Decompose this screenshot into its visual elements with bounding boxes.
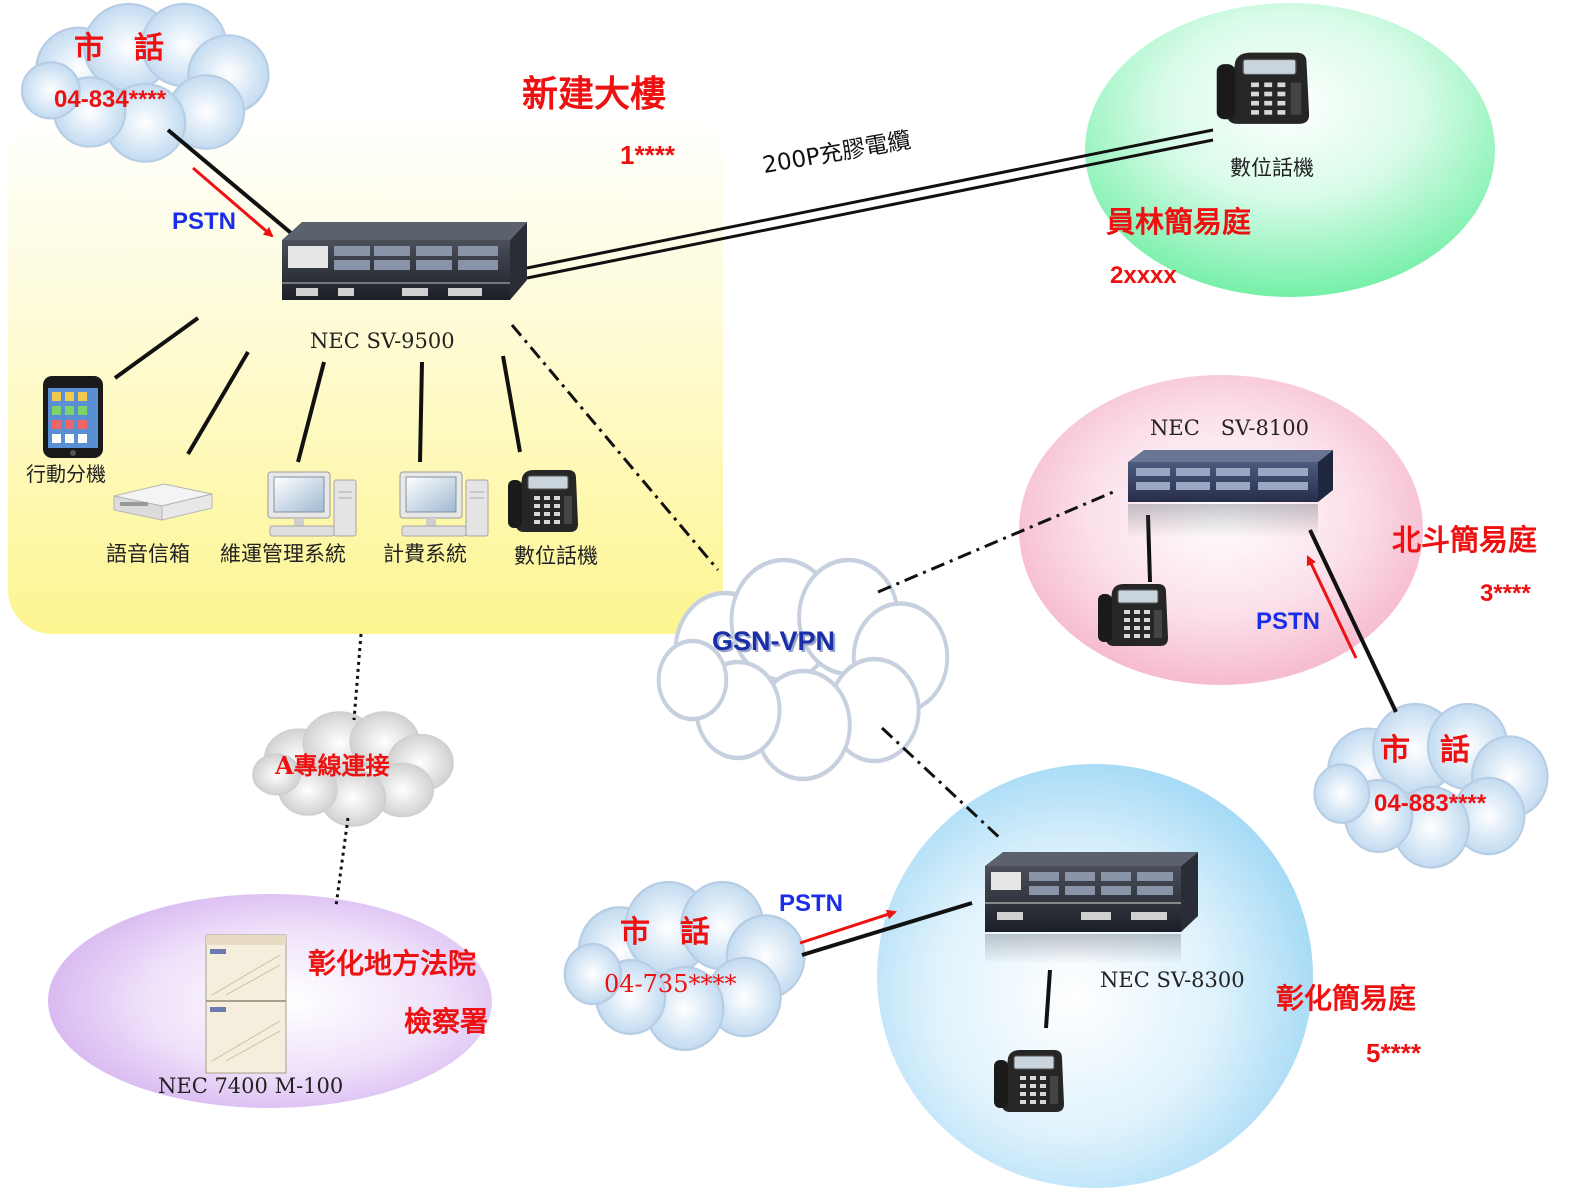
sv8300-chassis-icon xyxy=(985,852,1198,964)
voicemail-label: 語音信箱 xyxy=(106,542,190,566)
pstn-cloud-changhua xyxy=(563,880,806,1052)
pstn-changhua-cloud-label: 市 話 xyxy=(620,915,710,950)
pstn-arrow-beidou xyxy=(1306,555,1358,659)
beidou-site-label: 北斗簡易庭 xyxy=(1392,523,1538,557)
pstn-arrow-changhua xyxy=(799,909,897,945)
building-number: 1**** xyxy=(620,140,675,170)
link-digital-phone xyxy=(501,355,522,453)
link-billing xyxy=(418,361,424,463)
maintenance-label: 維運管理系統 xyxy=(220,542,346,566)
sv8300-label: NEC SV-8300 xyxy=(1100,968,1245,992)
sv9500-label: NEC SV-9500 xyxy=(310,329,455,353)
pstn-beidou-cloud-label: 市 話 xyxy=(1380,733,1470,768)
pstn-arrow-main xyxy=(192,166,274,238)
pstn-changhua-number: 04-735**** xyxy=(604,970,737,998)
changhua-zone xyxy=(877,764,1313,1188)
vpn-link-building xyxy=(510,324,720,571)
mobile-label: 行動分機 xyxy=(26,462,106,486)
yuanlin-zone xyxy=(1085,3,1495,297)
changhua-site-label: 彰化簡易庭 xyxy=(1276,982,1417,1015)
pstn-cloud-beidou xyxy=(1313,702,1549,869)
pstn-beidou-number: 04-883**** xyxy=(1374,790,1487,817)
nec7400-cabinet-icon xyxy=(205,934,287,1074)
link-mobile xyxy=(113,316,200,380)
sv8100-label: NEC SV-8100 xyxy=(1150,416,1309,440)
beidou-link-label: PSTN xyxy=(1256,608,1321,635)
cable-line-2 xyxy=(526,138,1214,280)
billing-label: 計費系統 xyxy=(383,542,467,566)
pstn-main-link-label: PSTN xyxy=(172,208,237,235)
sv8100-chassis-icon xyxy=(1128,450,1333,538)
maintenance-pc-icon xyxy=(267,471,357,537)
pstn-trunk-line-changhua xyxy=(801,901,973,957)
pstn-main-number: 04-834**** xyxy=(54,86,167,113)
link-changhua-phone xyxy=(1044,969,1052,1029)
digital-phone-label: 數位話機 xyxy=(514,544,598,568)
link-maintenance xyxy=(296,361,326,463)
cable-line-1 xyxy=(526,128,1214,270)
billing-pc-icon xyxy=(399,471,489,537)
link-voicemail xyxy=(186,350,250,456)
pstn-trunk-line-main xyxy=(166,128,299,240)
beidou-number: 3**** xyxy=(1480,580,1531,607)
dedicated-link-top xyxy=(352,633,363,721)
sv9500-chassis-icon xyxy=(282,222,527,300)
dedicated-line-label: A專線連接 xyxy=(275,751,390,780)
mobile-phone-icon xyxy=(43,376,103,458)
court-site-line2: 檢察署 xyxy=(404,1005,489,1038)
court-site-line1: 彰化地方法院 xyxy=(308,947,477,980)
yuanlin-number: 2xxxx xyxy=(1110,262,1177,289)
voicemail-box-icon xyxy=(113,483,213,521)
nec7400-label: NEC 7400 M-100 xyxy=(158,1074,344,1098)
pstn-main-cloud-label: 市 話 xyxy=(74,31,164,66)
changhua-number: 5**** xyxy=(1366,1038,1421,1068)
changhua-link-label: PSTN xyxy=(779,890,844,917)
yuanlin-phone-label: 數位話機 xyxy=(1230,156,1314,180)
building-title: 新建大樓 xyxy=(522,73,667,115)
yuanlin-site-label: 員林簡易庭 xyxy=(1106,205,1252,239)
vpn-label: GSN-VPN xyxy=(712,626,836,656)
pstn-trunk-line-beidou xyxy=(1308,529,1398,713)
dedicated-link-bottom xyxy=(334,817,350,907)
vpn-link-changhua xyxy=(880,726,1004,842)
